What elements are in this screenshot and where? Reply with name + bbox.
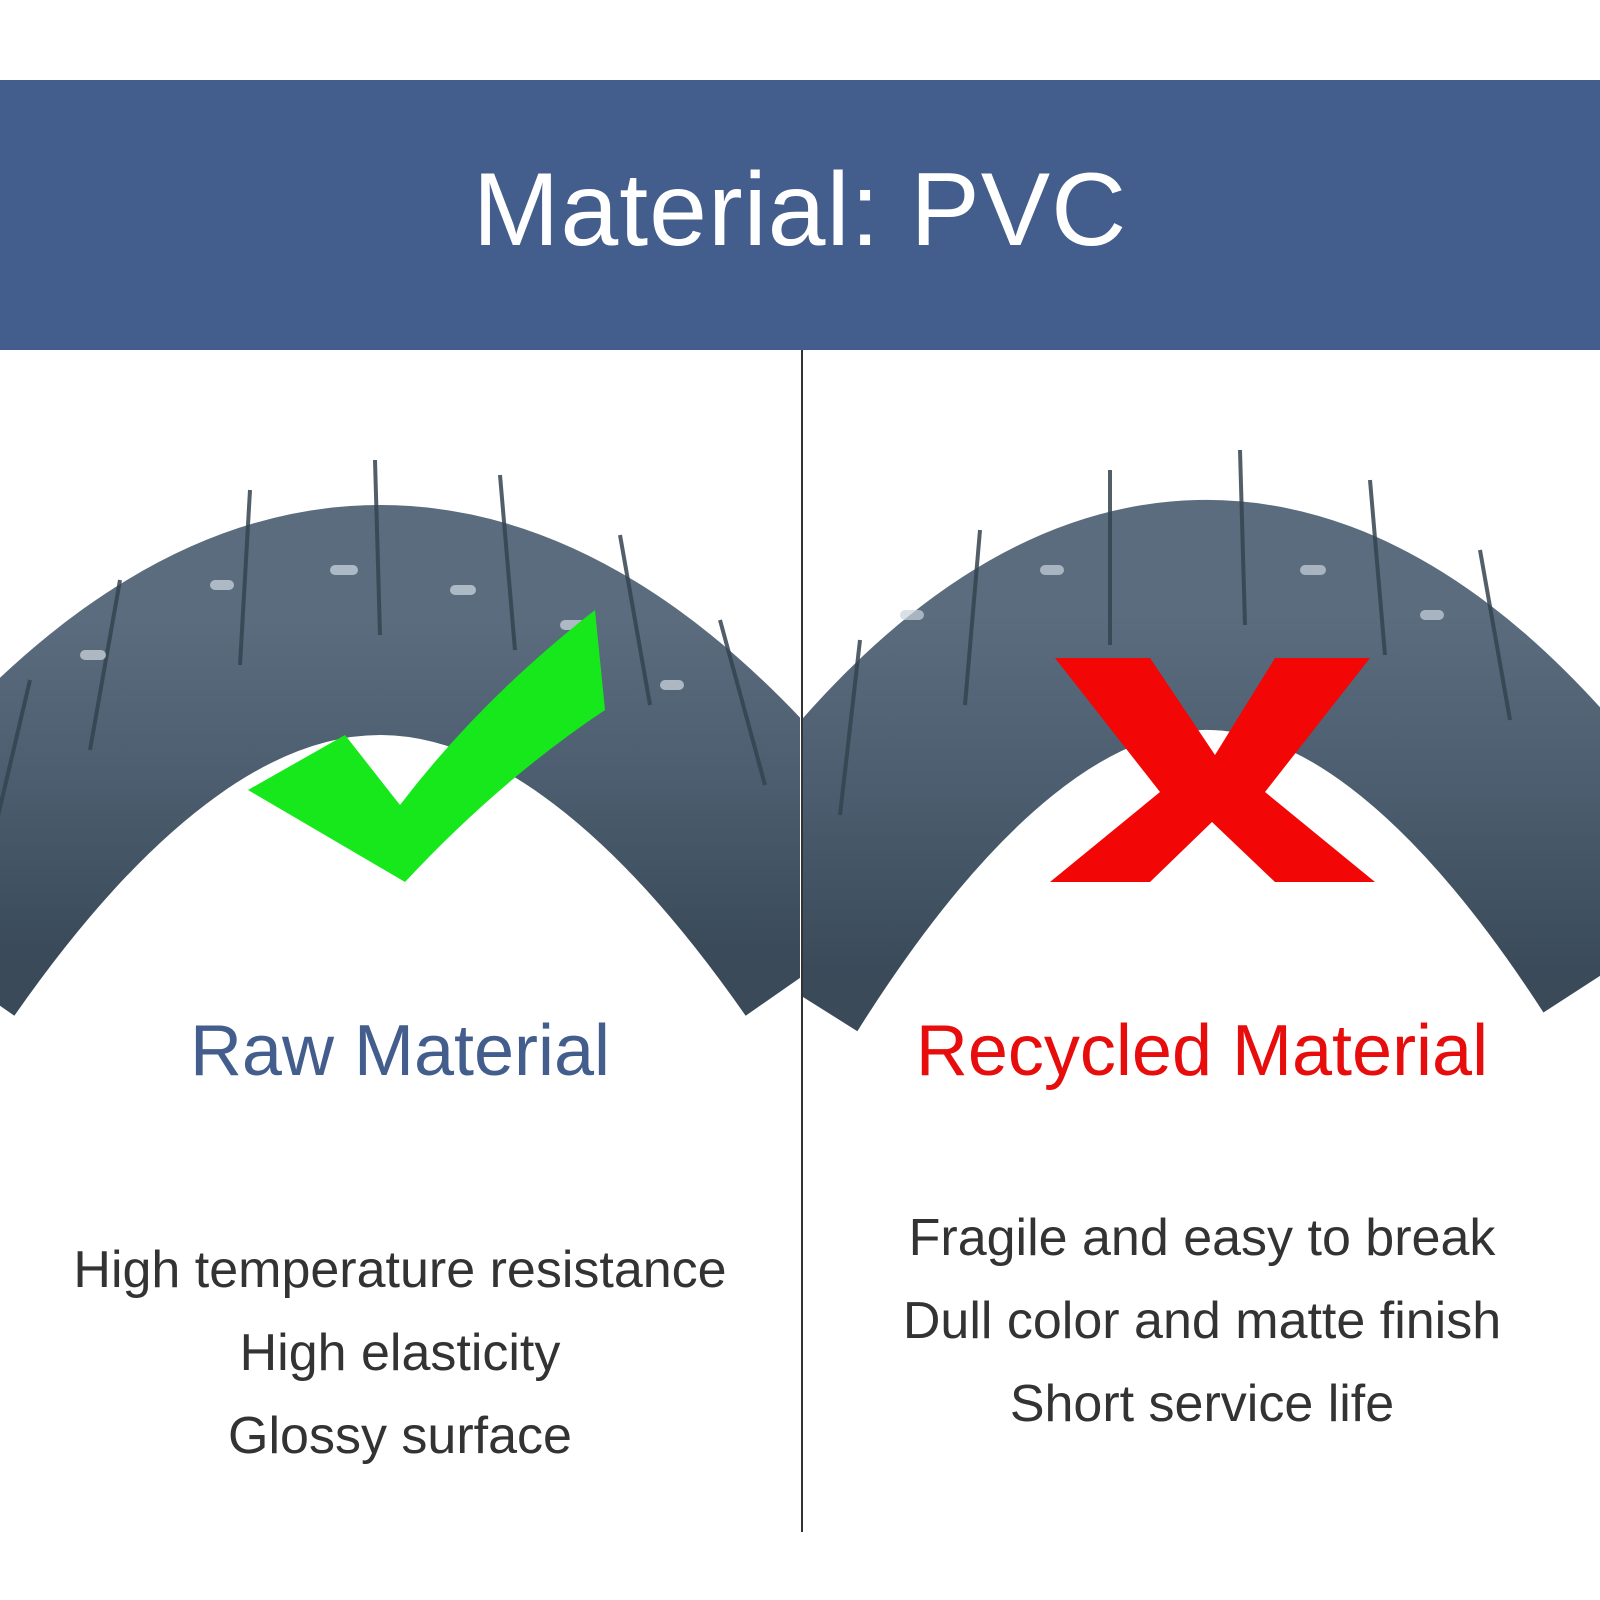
list-item: Fragile and easy to break: [908, 1209, 1496, 1267]
raw-material-column: Raw Material High temperature resistance…: [0, 1015, 800, 1478]
recycled-material-heading: Recycled Material: [915, 1011, 1489, 1091]
center-divider: [801, 350, 803, 1532]
list-item: Short service life: [1009, 1375, 1395, 1433]
recycled-material-points: Fragile and easy to break Dull color and…: [802, 1197, 1600, 1446]
recycled-material-column: Recycled Material Fragile and easy to br…: [802, 1015, 1600, 1446]
list-item: High elasticity: [239, 1324, 561, 1382]
check-icon: [248, 610, 605, 882]
list-item: Dull color and matte finish: [902, 1292, 1502, 1350]
recycled-hose-image: [803, 449, 1600, 1032]
page-title: Material: PVC: [472, 151, 1128, 268]
raw-material-points: High temperature resistance High elastic…: [0, 1229, 800, 1478]
cross-icon: [1050, 658, 1375, 882]
raw-hose-image: [0, 459, 800, 1016]
title-banner: Material: PVC: [0, 80, 1600, 350]
list-item: Glossy surface: [228, 1407, 572, 1465]
list-item: High temperature resistance: [73, 1241, 727, 1299]
raw-material-heading: Raw Material: [189, 1011, 611, 1091]
hose-comparison-art: [0, 449, 1600, 1032]
